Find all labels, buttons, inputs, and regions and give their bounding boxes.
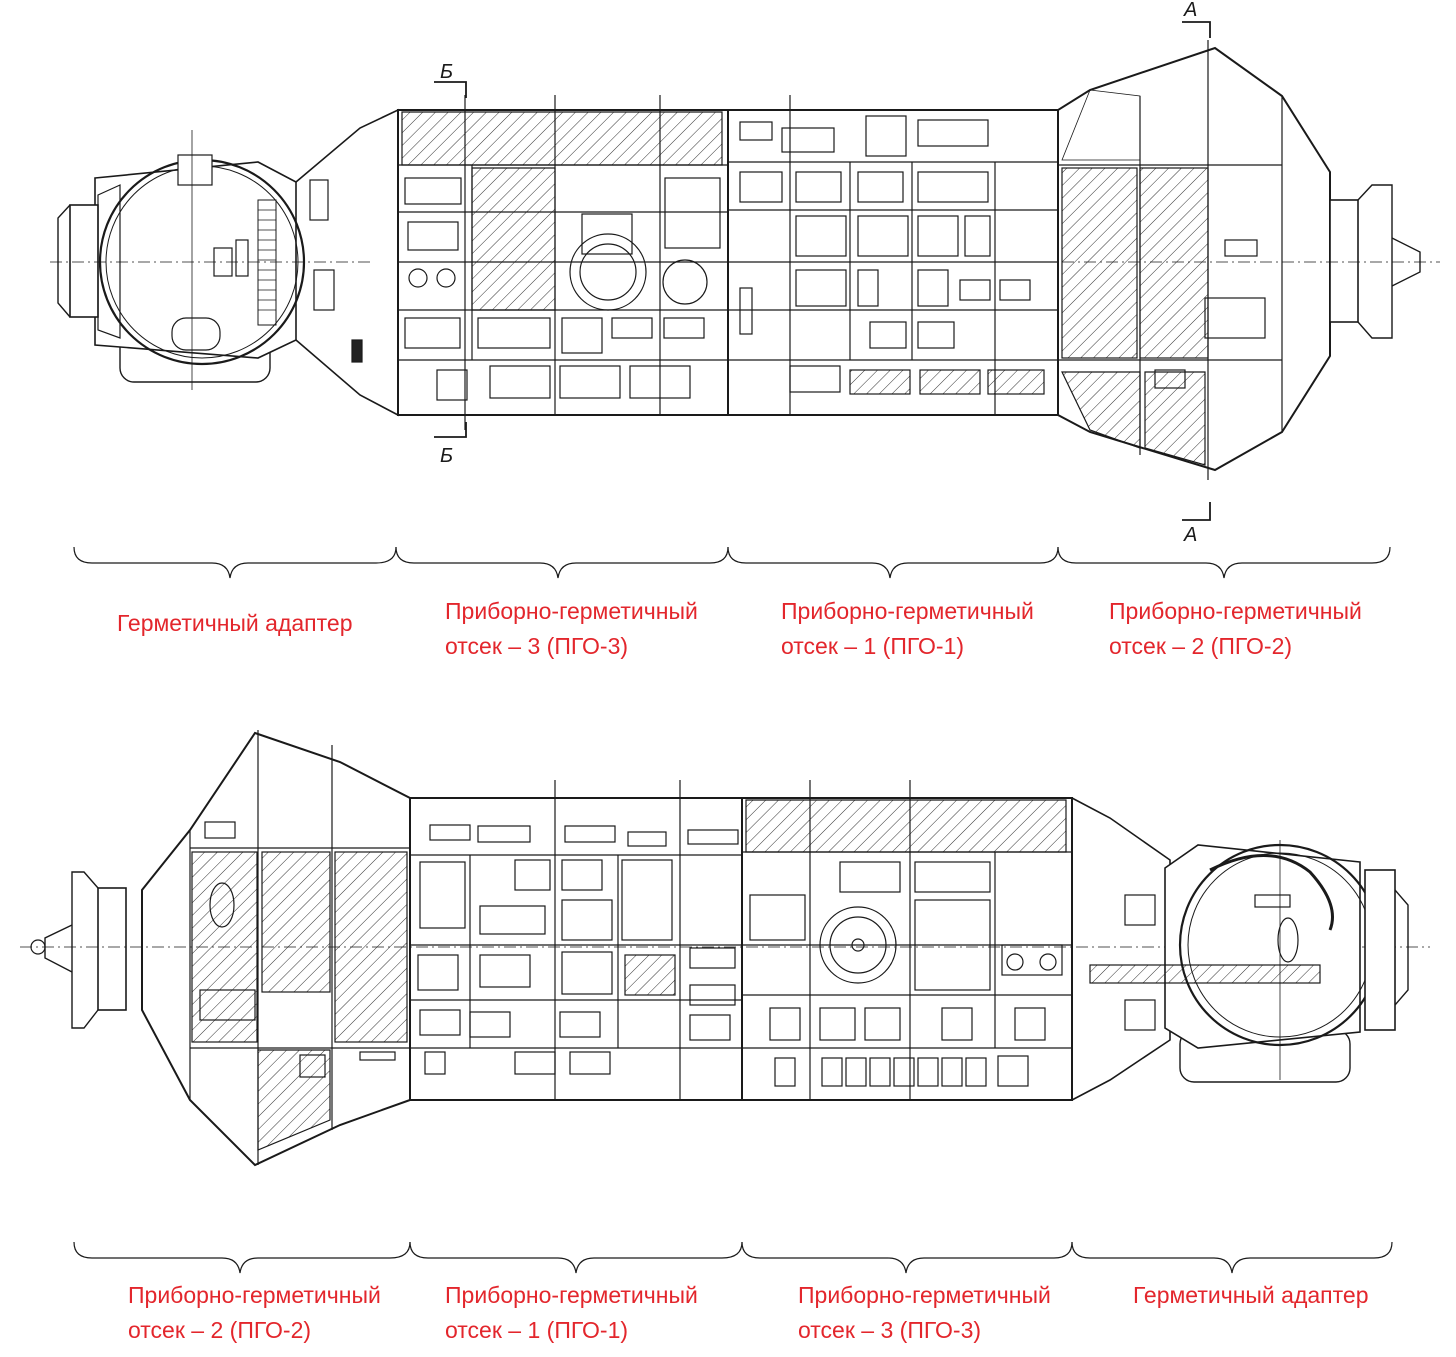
section-mark-a-top: А <box>1183 0 1197 21</box>
label-hermetic-adapter-bottom: Герметичный адаптер <box>1133 1278 1369 1313</box>
pgo2-bottom <box>20 730 1430 1167</box>
label-line-2: отсек – 1 (ПГО-1) <box>781 633 965 659</box>
label-line-1: Герметичный адаптер <box>1133 1282 1369 1308</box>
label-line-2: отсек – 3 (ПГО-3) <box>798 1317 982 1343</box>
pgo1-bottom <box>409 780 743 1101</box>
label-pgo3-top: Приборно-герметичный отсек – 3 (ПГО-3) <box>445 594 698 664</box>
hermetic-adapter-bottom <box>1071 797 1409 1101</box>
section-mark-b-bottom: Б <box>440 445 453 467</box>
label-line-1: Приборно-герметичный <box>128 1282 381 1308</box>
top-view-drawing <box>50 21 1440 579</box>
label-line-1: Герметичный адаптер <box>117 610 353 636</box>
section-mark-b-top: Б <box>440 61 453 83</box>
braces-bottom <box>73 1241 1393 1274</box>
pgo2-top <box>1040 40 1440 480</box>
section-mark-a-bottom: А <box>1183 524 1197 546</box>
pgo3-bottom <box>741 780 1073 1101</box>
label-hermetic-adapter-top: Герметичный адаптер <box>117 606 353 641</box>
label-line-2: отсек – 3 (ПГО-3) <box>445 633 629 659</box>
label-line-1: Приборно-герметичный <box>781 598 1034 624</box>
label-line-2: отсек – 2 (ПГО-2) <box>128 1317 312 1343</box>
pgo3-top <box>397 95 729 430</box>
label-pgo2-bottom: Приборно-герметичный отсек – 2 (ПГО-2) <box>128 1278 381 1348</box>
label-pgo1-bottom: Приборно-герметичный отсек – 1 (ПГО-1) <box>445 1278 698 1348</box>
braces-top <box>73 546 1391 579</box>
label-pgo3-bottom: Приборно-герметичный отсек – 3 (ПГО-3) <box>798 1278 1051 1348</box>
hermetic-adapter-top <box>50 108 399 417</box>
label-pgo2-top: Приборно-герметичный отсек – 2 (ПГО-2) <box>1109 594 1362 664</box>
label-line-1: Приборно-герметичный <box>445 1282 698 1308</box>
label-line-1: Приборно-герметичный <box>445 598 698 624</box>
label-line-1: Приборно-герметичный <box>798 1282 1051 1308</box>
pgo1-top <box>727 95 1059 416</box>
label-line-2: отсек – 1 (ПГО-1) <box>445 1317 629 1343</box>
label-line-1: Приборно-герметичный <box>1109 598 1362 624</box>
label-line-2: отсек – 2 (ПГО-2) <box>1109 633 1293 659</box>
label-pgo1-top: Приборно-герметичный отсек – 1 (ПГО-1) <box>781 594 1034 664</box>
bottom-view-drawing <box>20 730 1430 1274</box>
section-marks-top <box>434 21 1211 521</box>
